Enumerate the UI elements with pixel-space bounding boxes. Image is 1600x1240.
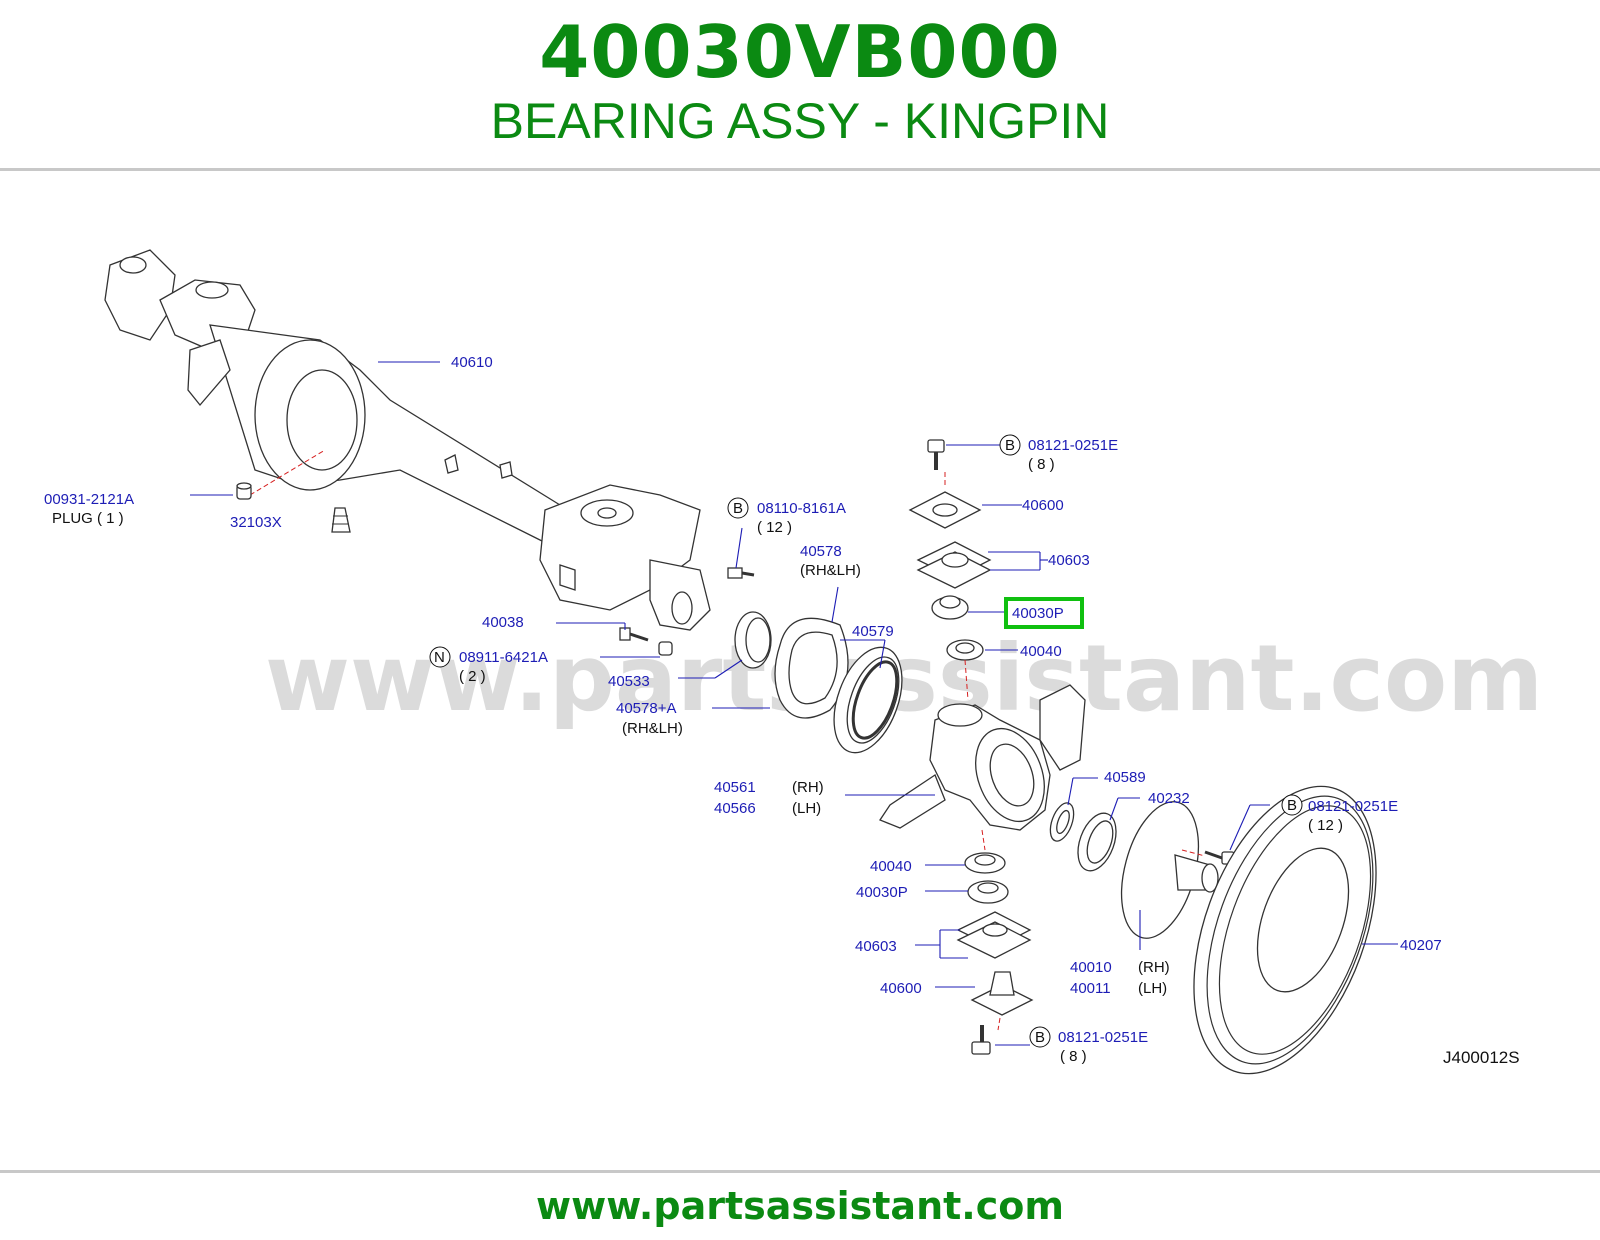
label-08121-right[interactable]: 08121-0251E xyxy=(1308,798,1398,815)
label-40232[interactable]: 40232 xyxy=(1148,790,1190,807)
brake-rotor-part xyxy=(1193,785,1377,1075)
shim-40603-top-part xyxy=(916,541,992,589)
hub-part xyxy=(1120,801,1219,939)
circle-n1: N xyxy=(434,649,445,666)
label-08121-bottom[interactable]: 08121-0251E xyxy=(1058,1029,1148,1046)
label-plug-qty: PLUG ( 1 ) xyxy=(52,510,124,527)
label-qty-8a: ( 8 ) xyxy=(1028,456,1055,473)
label-40566[interactable]: 40566 xyxy=(714,800,756,817)
label-rh-2: (RH) xyxy=(1138,959,1170,976)
seal-40533-part xyxy=(734,611,772,669)
bolt-08110-part xyxy=(727,567,755,579)
top-bolt-part xyxy=(927,439,945,470)
plug-part xyxy=(236,482,252,500)
label-32103x[interactable]: 32103X xyxy=(230,514,282,531)
label-40040-top[interactable]: 40040 xyxy=(1020,643,1062,660)
label-40603-bottom[interactable]: 40603 xyxy=(855,938,897,955)
label-rhlh-1: (RH&LH) xyxy=(800,562,861,579)
label-40207[interactable]: 40207 xyxy=(1400,937,1442,954)
cap-40600-top-part xyxy=(908,491,982,529)
label-40610[interactable]: 40610 xyxy=(451,354,493,371)
bearing-40030p-bottom-part xyxy=(967,880,1009,904)
label-40038[interactable]: 40038 xyxy=(482,614,524,631)
label-40578[interactable]: 40578 xyxy=(800,543,842,560)
label-qty-12a: ( 12 ) xyxy=(757,519,792,536)
cap-40600-bottom-part xyxy=(970,971,1034,1016)
label-40579[interactable]: 40579 xyxy=(852,623,894,640)
label-08121-top[interactable]: 08121-0251E xyxy=(1028,437,1118,454)
gasket-40578-part xyxy=(774,617,849,719)
page-header: 40030VB000 BEARING ASSY - KINGPIN xyxy=(0,0,1600,170)
label-rhlh-2: (RH&LH) xyxy=(622,720,683,737)
label-qty-2: ( 2 ) xyxy=(459,668,486,685)
part-number-title: 40030VB000 xyxy=(539,10,1061,94)
circle-b2: B xyxy=(1005,437,1015,454)
label-lh-1: (LH) xyxy=(792,800,821,817)
circle-b3: B xyxy=(1287,797,1297,814)
bottom-divider xyxy=(0,1170,1600,1173)
seal-40589-part xyxy=(1049,802,1075,842)
label-40578a[interactable]: 40578+A xyxy=(616,700,676,717)
seal-40579-part xyxy=(833,646,903,754)
label-40040-bottom[interactable]: 40040 xyxy=(870,858,912,875)
nut-08911-part xyxy=(658,641,673,656)
footer-url[interactable]: www.partsassistant.com xyxy=(536,1184,1064,1228)
bearing-40030p-top-part xyxy=(931,595,969,620)
label-40533[interactable]: 40533 xyxy=(608,673,650,690)
label-qty-12b: ( 12 ) xyxy=(1308,817,1343,834)
label-08110-8161a[interactable]: 08110-8161A xyxy=(757,500,846,517)
label-40010[interactable]: 40010 xyxy=(1070,959,1112,976)
race-40040-top-part xyxy=(946,639,984,661)
callout-circles: B N B B B xyxy=(429,434,1303,1048)
label-lh-2: (LH) xyxy=(1138,980,1167,997)
label-40600-bottom[interactable]: 40600 xyxy=(880,980,922,997)
label-40600-top[interactable]: 40600 xyxy=(1022,497,1064,514)
label-40030p-bottom[interactable]: 40030P xyxy=(856,884,908,901)
circle-b4: B xyxy=(1035,1029,1045,1046)
breather-part xyxy=(331,507,351,533)
label-40589[interactable]: 40589 xyxy=(1104,769,1146,786)
top-divider xyxy=(0,168,1600,171)
bottom-bolt-part xyxy=(971,1025,991,1055)
label-rh-1: (RH) xyxy=(792,779,824,796)
axle-housing xyxy=(104,249,711,631)
part-name-subtitle: BEARING ASSY - KINGPIN xyxy=(490,93,1110,149)
label-40011[interactable]: 40011 xyxy=(1070,980,1111,997)
circle-b1: B xyxy=(733,500,743,517)
label-qty-8b: ( 8 ) xyxy=(1060,1048,1087,1065)
label-08911-6421a[interactable]: 08911-6421A xyxy=(459,649,548,666)
parts-diagram: www.partsassistant.com xyxy=(44,249,1543,1075)
diagram-code: J400012S xyxy=(1443,1048,1520,1067)
label-00931-2121a[interactable]: 00931-2121A xyxy=(44,491,134,508)
part-labels: 40610 00931-2121A PLUG ( 1 ) 32103X 0811… xyxy=(44,354,1442,1065)
steering-knuckle-part xyxy=(879,684,1086,831)
watermark-text: www.partsassistant.com xyxy=(265,625,1543,732)
label-40603-top[interactable]: 40603 xyxy=(1048,552,1090,569)
highlight-box xyxy=(1004,597,1084,629)
shim-40603-bottom-part xyxy=(956,911,1032,959)
label-40561[interactable]: 40561 xyxy=(714,779,756,796)
race-40040-bottom-part xyxy=(964,852,1006,874)
leader-lines xyxy=(190,361,1398,1046)
label-40030p-top[interactable]: 40030P xyxy=(1012,605,1064,622)
bearing-40232-part xyxy=(1077,812,1117,872)
